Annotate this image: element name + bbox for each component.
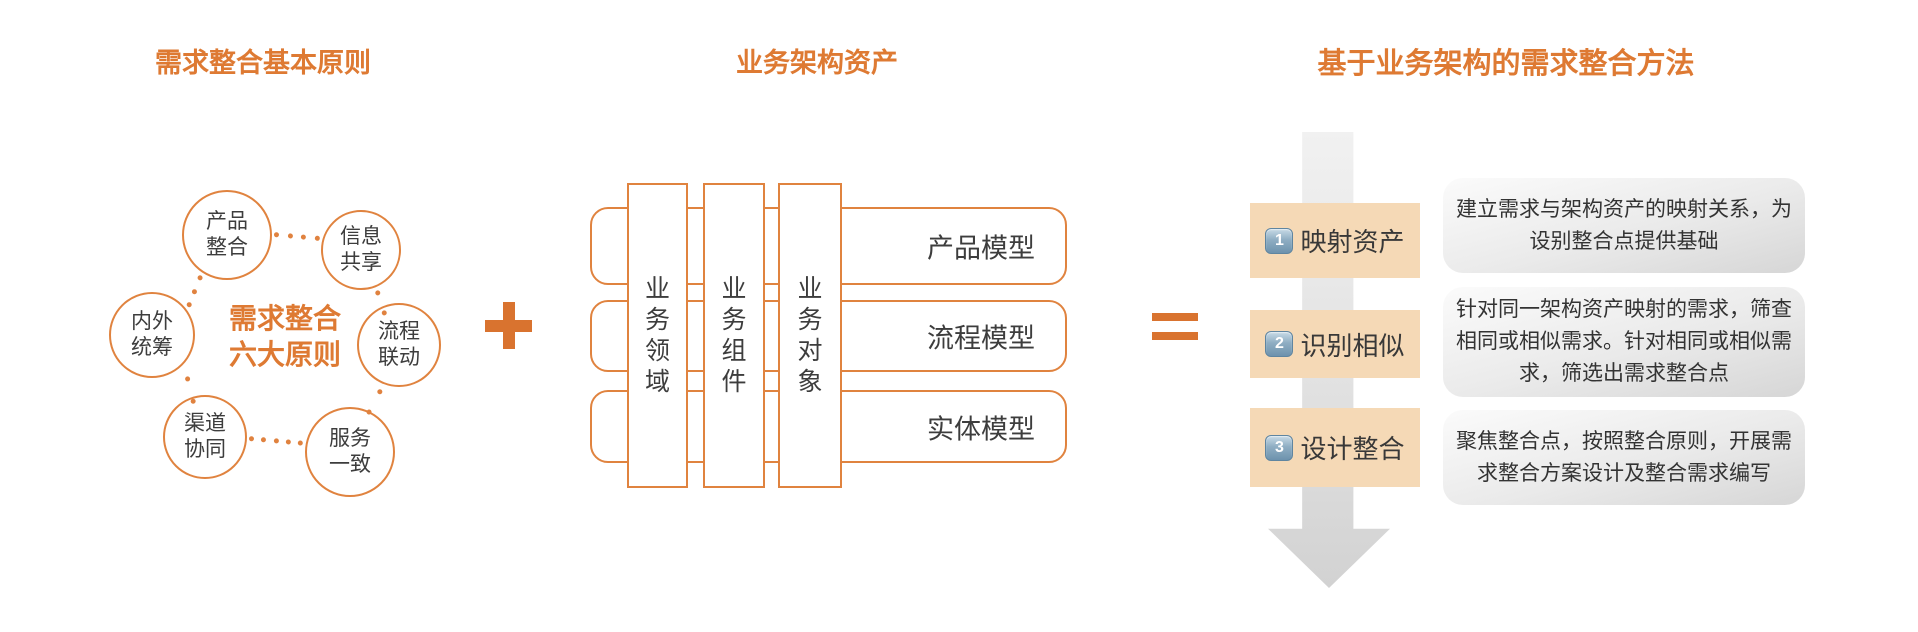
step-number-badge: 3 — [1265, 434, 1294, 461]
principle-circle-channel-collaboration: 渠道 协同 — [163, 395, 247, 479]
step-label: 映射资产 — [1300, 227, 1405, 257]
column-label: 业 务 对 象 — [797, 274, 823, 396]
principle-circle-information-sharing: 信息 共享 — [321, 210, 401, 290]
step-number-badge: 1 — [1265, 227, 1294, 254]
principle-circle-service-consistency: 服务 一致 — [305, 407, 395, 497]
column-label: 业 务 组 件 — [721, 274, 747, 396]
model-row-label: 实体模型 — [927, 414, 1035, 444]
method-step-map-assets: 1 映射资产 — [1250, 203, 1420, 278]
column-business-component: 业 务 组 件 — [703, 183, 765, 488]
method-step-design-integration: 3 设计整合 — [1250, 408, 1420, 487]
principle-circle-label: 服务 一致 — [329, 427, 371, 476]
principles-section-title: 需求整合基本原则 — [155, 48, 371, 78]
principle-circle-internal-external: 内外 统筹 — [109, 292, 195, 378]
step-label: 识别相似 — [1300, 330, 1405, 361]
step-description: 建立需求与架构资产的映射关系，为 设别整合点提供基础 — [1443, 178, 1805, 273]
principles-center-label: 需求整合 六大原则 — [228, 303, 342, 370]
step-description: 聚焦整合点，按照整合原则，开展需 求整合方案设计及整合需求编写 — [1443, 410, 1805, 505]
model-row-label: 产品模型 — [927, 233, 1035, 264]
dotted-connector-icon — [273, 232, 321, 241]
architecture-section-title: 业务架构资产 — [736, 48, 898, 78]
step-label: 设计整合 — [1300, 434, 1405, 464]
principle-circle-label: 内外 统筹 — [131, 310, 173, 359]
method-step-identify-similar: 2 识别相似 — [1250, 310, 1420, 378]
column-label: 业 务 领 域 — [644, 274, 670, 396]
plus-icon — [485, 302, 532, 349]
principle-circle-label: 信息 共享 — [340, 225, 382, 274]
step-number-badge: 2 — [1265, 331, 1294, 357]
principle-circle-process-linkage: 流程 联动 — [357, 303, 441, 387]
principle-circle-label: 流程 联动 — [378, 320, 420, 369]
equals-icon — [1152, 313, 1198, 340]
principle-circle-product-integration: 产品 整合 — [182, 190, 272, 280]
column-business-domain: 业 务 领 域 — [627, 183, 688, 488]
model-row-label: 流程模型 — [927, 323, 1035, 354]
step-description: 针对同一架构资产映射的需求，筛查 相同或相似需求。针对相同或相似需 求，筛选出需… — [1443, 287, 1805, 397]
dotted-connector-icon — [365, 388, 384, 416]
column-business-object: 业 务 对 象 — [778, 183, 842, 488]
principle-circle-label: 渠道 协同 — [184, 412, 226, 461]
dotted-connector-icon — [185, 274, 204, 308]
method-section-title: 基于业务架构的需求整合方法 — [1317, 48, 1695, 80]
principle-circle-label: 产品 整合 — [206, 210, 248, 259]
dotted-connector-icon — [248, 436, 304, 446]
